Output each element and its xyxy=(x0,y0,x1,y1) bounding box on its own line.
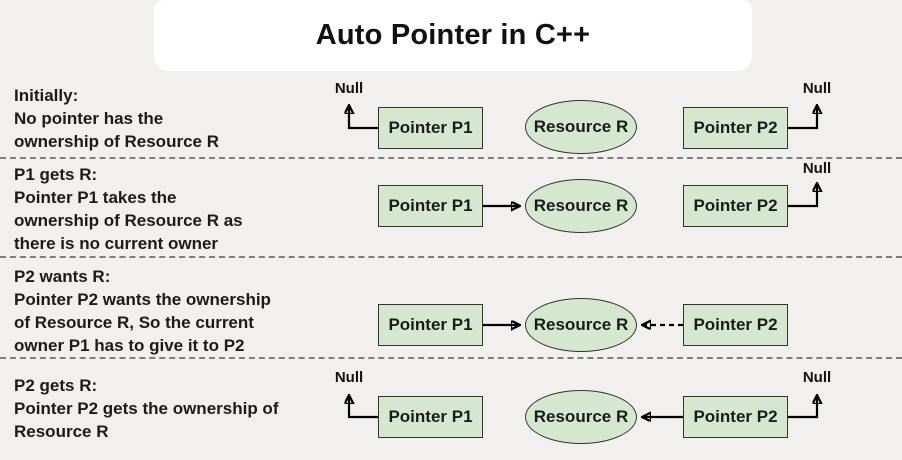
pointer-p2-label: Pointer P2 xyxy=(693,407,778,426)
caption-line: Pointer P2 gets the ownership of xyxy=(14,399,279,418)
pointer-p2-label: Pointer P2 xyxy=(693,315,778,334)
caption-line: ownership of Resource R xyxy=(14,132,219,151)
resource-r-label: Resource R xyxy=(533,196,629,215)
pointer-p1-node: Pointer P1 xyxy=(378,304,483,346)
p1-null-arrow xyxy=(349,397,378,419)
p2-null-arrow xyxy=(788,185,817,208)
pointer-p1-node: Pointer P1 xyxy=(378,396,483,438)
null-label: Null xyxy=(334,80,364,97)
caption-line: ownership of Resource R as xyxy=(14,211,243,230)
pointer-p2-node: Pointer P2 xyxy=(683,107,788,149)
p1-null-arrow xyxy=(349,107,378,130)
p2-null-arrow xyxy=(788,397,817,419)
pointer-p1-node: Pointer P1 xyxy=(378,107,483,149)
pointer-p1-label: Pointer P1 xyxy=(388,196,473,215)
row-caption-p1-gets-r: P1 gets R: Pointer P1 takes the ownershi… xyxy=(14,163,243,255)
pointer-p2-node: Pointer P2 xyxy=(683,304,788,346)
null-label: Null xyxy=(802,369,832,386)
p2-null-arrow xyxy=(788,107,817,130)
row-separator xyxy=(0,157,902,159)
caption-heading: P1 gets R: xyxy=(14,165,98,184)
resource-r-node: Resource R xyxy=(525,390,637,444)
caption-line: there is no current owner xyxy=(14,234,219,253)
null-label: Null xyxy=(802,80,832,97)
pointer-p1-label: Pointer P1 xyxy=(388,315,473,334)
pointer-p1-node: Pointer P1 xyxy=(378,185,483,227)
row-caption-initially: Initially: No pointer has the ownership … xyxy=(14,84,219,153)
caption-line: of Resource R, So the current xyxy=(14,313,254,332)
resource-r-node: Resource R xyxy=(525,298,637,352)
caption-line: owner P1 has to give it to P2 xyxy=(14,336,245,355)
null-label: Null xyxy=(334,369,364,386)
caption-line: Pointer P1 takes the xyxy=(14,188,177,207)
caption-line: No pointer has the xyxy=(14,109,164,128)
caption-heading: P2 gets R: xyxy=(14,376,98,395)
row-caption-p2-wants-r: P2 wants R: Pointer P2 wants the ownersh… xyxy=(14,265,271,357)
resource-r-label: Resource R xyxy=(533,117,629,136)
title-banner: Auto Pointer in C++ xyxy=(154,0,752,71)
pointer-p2-label: Pointer P2 xyxy=(693,118,778,137)
pointer-p1-label: Pointer P1 xyxy=(388,407,473,426)
caption-heading: P2 wants R: xyxy=(14,267,111,286)
page-title: Auto Pointer in C++ xyxy=(315,19,591,51)
resource-r-label: Resource R xyxy=(533,407,629,426)
row-caption-p2-gets-r: P2 gets R: Pointer P2 gets the ownership… xyxy=(14,374,278,443)
caption-line: Pointer P2 wants the ownership xyxy=(14,290,271,309)
resource-r-node: Resource R xyxy=(525,179,637,233)
null-label: Null xyxy=(802,160,832,177)
pointer-p2-node: Pointer P2 xyxy=(683,396,788,438)
resource-r-node: Resource R xyxy=(525,100,637,154)
pointer-p2-node: Pointer P2 xyxy=(683,185,788,227)
row-separator xyxy=(0,357,902,359)
resource-r-label: Resource R xyxy=(533,315,629,334)
caption-line: Resource R xyxy=(14,422,109,441)
pointer-p2-label: Pointer P2 xyxy=(693,196,778,215)
caption-heading: Initially: xyxy=(14,86,79,105)
pointer-p1-label: Pointer P1 xyxy=(388,118,473,137)
row-separator xyxy=(0,256,902,258)
